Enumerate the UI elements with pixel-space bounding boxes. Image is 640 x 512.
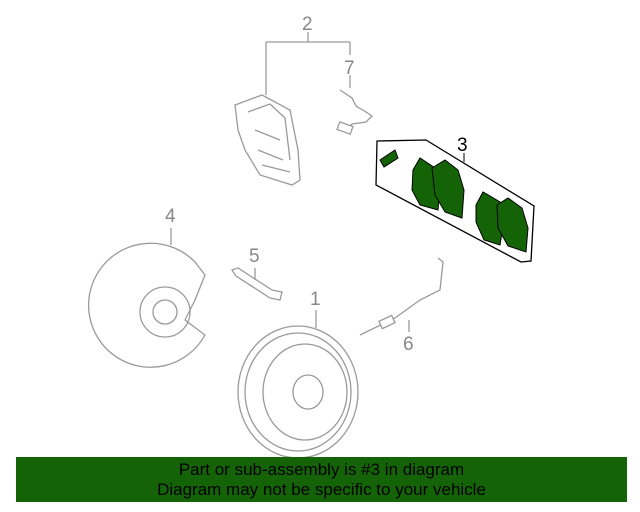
abs-sensor[interactable] [359,257,444,336]
callout-1[interactable]: 1 [310,289,321,310]
callout-5[interactable]: 5 [249,246,260,267]
banner-line-2: Diagram may not be specific to your vehi… [157,480,486,499]
brake-rotor[interactable] [237,325,359,459]
callout-4[interactable]: 4 [165,206,176,227]
callout-6[interactable]: 6 [403,334,414,355]
callout-2-leader [265,32,351,95]
fitment-notice-banner: Part or sub-assembly is #3 in diagram Di… [16,457,627,502]
caliper[interactable] [234,94,301,186]
callout-7[interactable]: 7 [344,58,355,79]
bolt[interactable] [230,267,283,301]
callout-3[interactable]: 3 [457,135,468,156]
backing-plate[interactable] [87,242,206,368]
banner-line-1: Part or sub-assembly is #3 in diagram [178,460,465,479]
callout-2[interactable]: 2 [302,14,313,35]
brake-pad-kit[interactable] [375,139,535,263]
wear-sensor[interactable] [336,89,374,135]
